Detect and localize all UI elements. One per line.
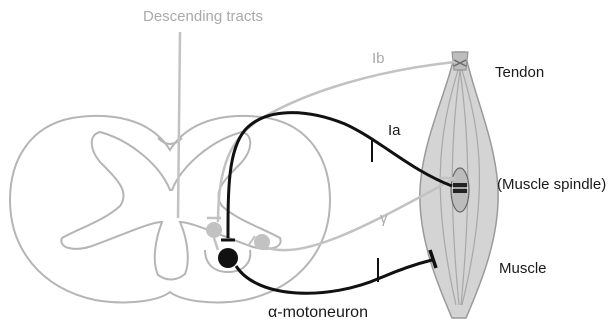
label-ia: Ia <box>388 122 401 139</box>
label-gamma: γ <box>380 210 388 227</box>
label-ib: Ib <box>372 50 385 67</box>
alpha-motoneuron-soma <box>218 248 238 268</box>
label-muscle-spindle: (Muscle spindle) <box>497 176 606 193</box>
label-alpha-motoneuron: α-motoneuron <box>268 304 368 322</box>
label-descending-tracts: Descending tracts <box>143 8 263 25</box>
label-muscle: Muscle <box>499 260 547 277</box>
ib-interneuron <box>206 222 222 238</box>
label-tendon: Tendon <box>495 64 544 81</box>
gamma-motoneuron <box>254 234 270 250</box>
